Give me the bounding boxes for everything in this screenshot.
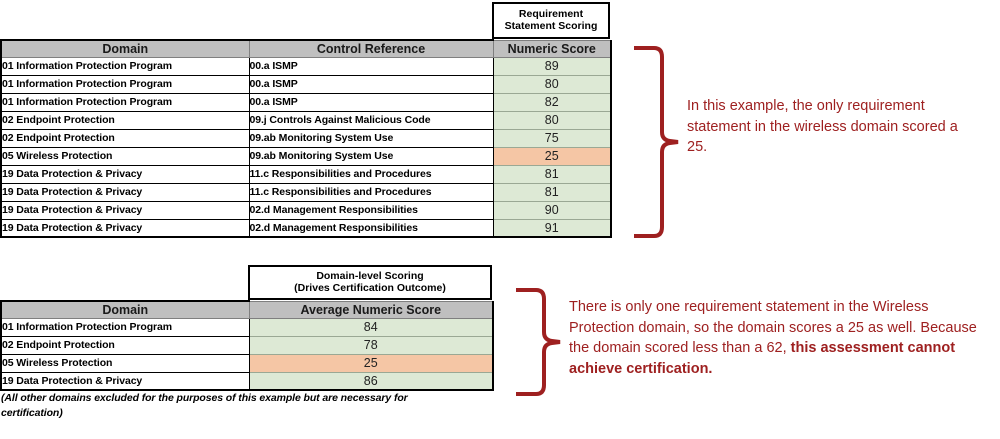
cell-numeric-score: 75: [492, 128, 612, 148]
cell-control-reference: 11.c Responsibilities and Procedures: [248, 182, 494, 202]
annotation-bottom-emphasis: this assessment cannot achieve certifica…: [569, 340, 956, 377]
table2-footnote: (All other domains excluded for the purp…: [1, 391, 471, 421]
cell-control-reference: 09.j Controls Against Malicious Code: [248, 110, 494, 130]
cell-control-reference: 00.a ISMP: [248, 74, 494, 94]
cell-domain: 19 Data Protection & Privacy: [0, 182, 250, 202]
table2-col-score: Average Numeric Score: [248, 300, 494, 319]
cell-average-numeric-score: 25: [248, 353, 494, 373]
table1-header-row: Domain Control Reference Numeric Score: [0, 39, 612, 58]
table2-caption-line2: (Drives Certification Outcome): [294, 281, 446, 294]
cell-domain: 01 Information Protection Program: [0, 92, 250, 112]
cell-numeric-score: 80: [492, 74, 612, 94]
cell-numeric-score: 81: [492, 164, 612, 184]
annotation-bottom: There is only one requirement statement …: [569, 297, 989, 379]
cell-control-reference: 11.c Responsibilities and Procedures: [248, 164, 494, 184]
annotation-top-text: In this example, the only requirement st…: [687, 98, 958, 156]
cell-numeric-score: 82: [492, 92, 612, 112]
cell-control-reference: 00.a ISMP: [248, 92, 494, 112]
cell-control-reference: 09.ab Monitoring System Use: [248, 128, 494, 148]
table1-col-control: Control Reference: [248, 39, 494, 58]
cell-numeric-score: 89: [492, 56, 612, 76]
cell-numeric-score: 91: [492, 218, 612, 238]
domain-level-scoring-table: Domain Average Numeric Score 01 Informat…: [0, 300, 494, 391]
cell-domain: 19 Data Protection & Privacy: [0, 164, 250, 184]
brace-top: [634, 46, 679, 238]
table2-caption-line1: Domain-level Scoring: [316, 270, 424, 283]
cell-domain: 02 Endpoint Protection: [0, 335, 250, 355]
cell-domain: 01 Information Protection Program: [0, 56, 250, 76]
cell-numeric-score: 80: [492, 110, 612, 130]
cell-average-numeric-score: 78: [248, 335, 494, 355]
cell-domain: 05 Wireless Protection: [0, 146, 250, 166]
cell-domain: 19 Data Protection & Privacy: [0, 371, 250, 391]
table2-footnote-text: (All other domains excluded for the purp…: [1, 392, 408, 420]
annotation-top: In this example, the only requirement st…: [687, 96, 972, 158]
table1-caption: Requirement Statement Scoring: [504, 8, 598, 32]
requirement-statement-scoring-table: Domain Control Reference Numeric Score 0…: [0, 39, 612, 238]
cell-domain: 01 Information Protection Program: [0, 74, 250, 94]
annotation-bottom-text: There is only one requirement statement …: [569, 299, 977, 357]
cell-domain: 19 Data Protection & Privacy: [0, 218, 250, 238]
cell-domain: 02 Endpoint Protection: [0, 110, 250, 130]
cell-domain: 01 Information Protection Program: [0, 317, 250, 337]
cell-control-reference: 00.a ISMP: [248, 56, 494, 76]
cell-average-numeric-score: 86: [248, 371, 494, 391]
cell-average-numeric-score: 84: [248, 317, 494, 337]
table2-caption-box: Domain-level Scoring (Drives Certificati…: [248, 265, 492, 300]
cell-numeric-score: 25: [492, 146, 612, 166]
cell-numeric-score: 81: [492, 182, 612, 202]
table2-col-domain: Domain: [0, 300, 250, 319]
cell-numeric-score: 90: [492, 200, 612, 220]
cell-domain: 19 Data Protection & Privacy: [0, 200, 250, 220]
cell-control-reference: 02.d Management Responsibilities: [248, 218, 494, 238]
table2-header-row: Domain Average Numeric Score: [0, 300, 494, 319]
table1-col-domain: Domain: [0, 39, 250, 58]
table1-col-score: Numeric Score: [492, 39, 612, 58]
cell-control-reference: 09.ab Monitoring System Use: [248, 146, 494, 166]
cell-control-reference: 02.d Management Responsibilities: [248, 200, 494, 220]
brace-bottom: [516, 288, 561, 396]
table1-caption-box: Requirement Statement Scoring: [492, 2, 610, 39]
cell-domain: 02 Endpoint Protection: [0, 128, 250, 148]
cell-domain: 05 Wireless Protection: [0, 353, 250, 373]
